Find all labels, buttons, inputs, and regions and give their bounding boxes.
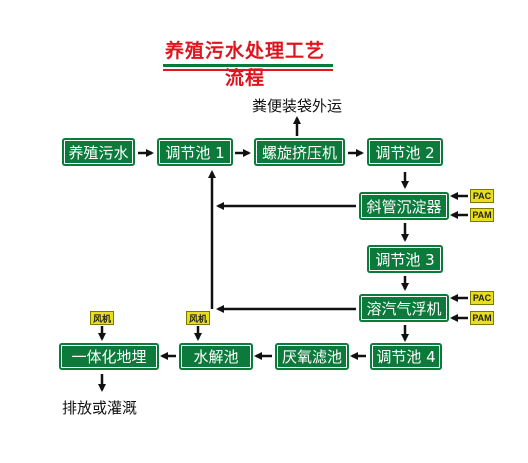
fan-tag-integrated: 风机 bbox=[90, 311, 114, 325]
node-inclined-settler: 斜管沉淀器 bbox=[359, 192, 449, 220]
manure-out-label: 粪便装袋外运 bbox=[252, 97, 343, 115]
node-anaerobic-filter: 厌氧滤池 bbox=[275, 343, 349, 370]
node-raw-water: 养殖污水 bbox=[62, 138, 135, 166]
node-tank2: 调节池 2 bbox=[367, 138, 443, 166]
node-hydrolysis-tank: 水解池 bbox=[179, 343, 253, 370]
node-spiral-press: 螺旋挤压机 bbox=[254, 138, 345, 166]
node-tank3: 调节池 3 bbox=[367, 245, 443, 273]
pac-tag-flotation: PAC bbox=[470, 291, 494, 305]
node-integrated-buried: 一体化地埋 bbox=[59, 343, 159, 370]
title-underline-red bbox=[163, 69, 333, 71]
pam-tag-flotation: PAM bbox=[470, 311, 494, 325]
fan-tag-hydrolysis: 风机 bbox=[186, 311, 210, 325]
node-tank4: 调节池 4 bbox=[370, 343, 442, 370]
node-dissolved-air-flotation: 溶汽气浮机 bbox=[359, 294, 449, 322]
pac-tag-settler: PAC bbox=[470, 189, 494, 203]
node-tank1: 调节池 1 bbox=[157, 138, 233, 166]
discharge-label: 排放或灌溉 bbox=[62, 399, 138, 417]
title-underline-green bbox=[163, 64, 333, 67]
pam-tag-settler: PAM bbox=[470, 208, 494, 222]
diagram-title: 养殖污水处理工艺流程 bbox=[164, 40, 325, 89]
